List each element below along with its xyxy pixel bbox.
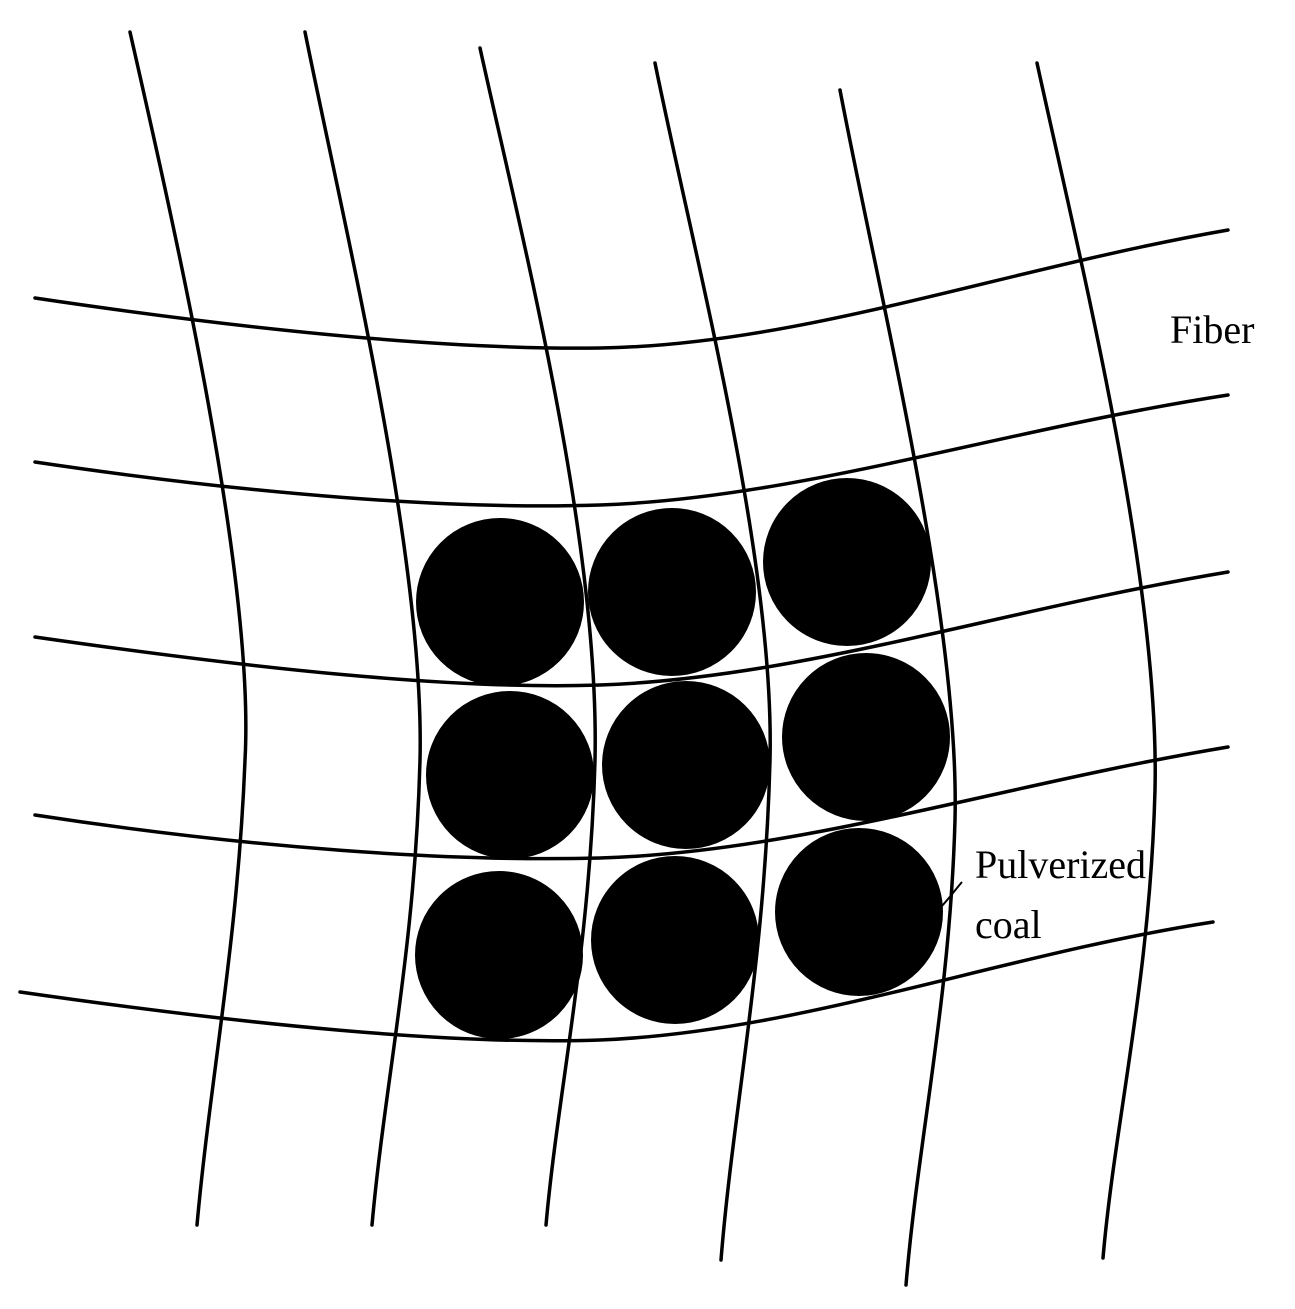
horizontal-fibers bbox=[18, 228, 1230, 1043]
pulverized-coal-label-line2: coal bbox=[975, 902, 1042, 947]
coal-particle bbox=[763, 478, 931, 646]
coal-particle bbox=[602, 681, 770, 849]
coal-particle bbox=[782, 653, 950, 821]
coal-particle bbox=[591, 856, 759, 1024]
horizontal-fiber-3 bbox=[33, 570, 1230, 688]
vertical-fiber-6 bbox=[1035, 61, 1157, 1260]
fiber-label: Fiber bbox=[1170, 307, 1254, 352]
coal-particle bbox=[775, 828, 943, 996]
vertical-fiber-4 bbox=[653, 61, 772, 1262]
vertical-fiber-5 bbox=[838, 88, 957, 1287]
coal-particle bbox=[415, 871, 583, 1039]
coal-particle bbox=[416, 518, 584, 686]
horizontal-fiber-4 bbox=[33, 745, 1230, 861]
horizontal-fiber-5 bbox=[18, 920, 1215, 1043]
coal-particle bbox=[588, 508, 756, 676]
vertical-fiber-2 bbox=[303, 30, 422, 1227]
pulverized-coal-label-line1: Pulverized bbox=[975, 842, 1146, 887]
vertical-fiber-3 bbox=[478, 46, 597, 1227]
coal-particles bbox=[415, 478, 950, 1039]
horizontal-fiber-2 bbox=[33, 393, 1230, 508]
vertical-fiber-1 bbox=[128, 30, 248, 1227]
vertical-fibers bbox=[128, 30, 1157, 1287]
coal-particle bbox=[426, 691, 594, 859]
coal-leader-line bbox=[939, 881, 963, 909]
horizontal-fiber-1 bbox=[33, 228, 1230, 350]
